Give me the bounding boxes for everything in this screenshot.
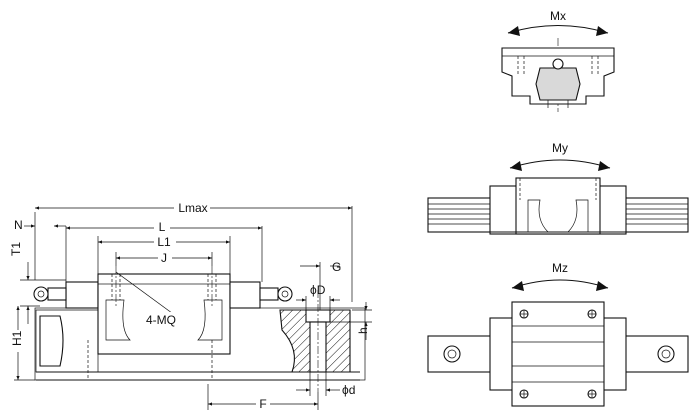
bolt-hole-icon [552,58,564,70]
grease-nipple-left-icon [33,286,67,302]
moment-mz-label: Mz [552,261,568,275]
callout-mq-label: 4-MQ [146,313,176,327]
end-seal-left [65,281,99,309]
moment-mz-view: Mz [427,261,689,407]
dim-l-label: L [159,220,166,234]
dim-h1-label: H1 [10,330,24,346]
moment-my-label: My [552,141,568,155]
carriage-top-body [511,301,605,407]
grease-nipple-right-icon [259,286,293,302]
dim-phi-d-lower-label: ϕd [342,383,355,397]
dim-h-label: h [356,327,370,334]
rail-profile-front [535,67,581,101]
dim-j-label: J [161,251,167,265]
dim-phi-d-upper-label: ϕD [310,283,326,297]
race-cutout-right [197,299,223,341]
rail-hole-right-icon [657,345,675,363]
dim-n-label: N [14,218,23,232]
rail-hole-left-icon [443,345,461,363]
side-section-view: Lmax L L1 J N T1 H1 [9,200,372,411]
race-cutout-left [105,299,131,341]
mounting-hole-icon [519,309,597,399]
moment-mx-label: Mx [550,9,566,23]
rail-end-curve [39,315,64,367]
dim-t1-label: T1 [9,242,23,256]
dim-lmax-label: Lmax [178,201,207,215]
end-seal-right [229,281,261,309]
moment-my-view: My [427,141,689,235]
dim-g-label: G [332,260,341,274]
dim-f-label: F [259,397,266,411]
moment-mx-view: Mx [501,9,615,112]
dim-l1-label: L1 [157,235,171,249]
